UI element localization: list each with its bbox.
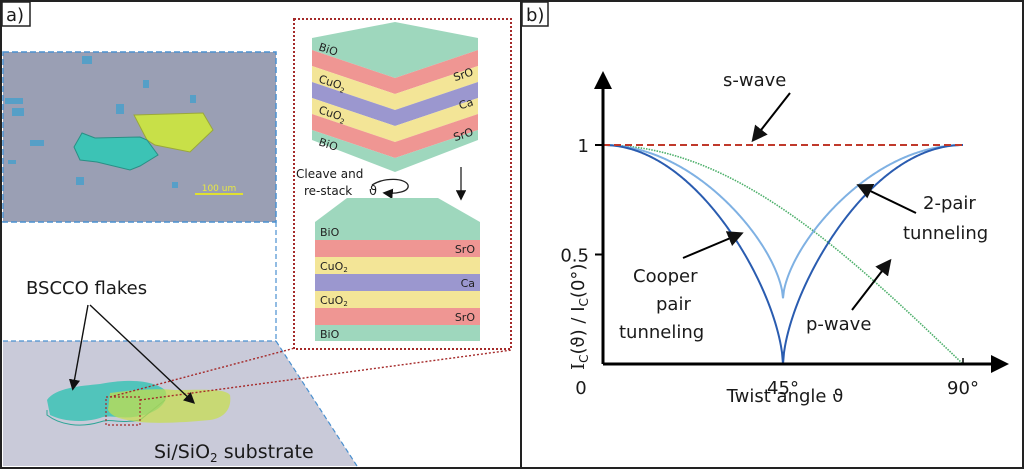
flakes-arrow-left: [68, 304, 89, 391]
flakes-3d: [46, 380, 231, 426]
panel-b: b) 0.5 1 0 45° 90° IC(ϑ) / IC(0°) Twist angl…: [521, 1, 1009, 407]
substrate-label: Si/SiO2 substrate: [154, 441, 314, 465]
layer-sro: [312, 50, 478, 94]
annotation-p-wave: p-wave: [806, 314, 871, 335]
layer-label-left: BiO: [317, 40, 340, 58]
layer-sro: [312, 114, 478, 158]
zoom-line-bottom: [139, 349, 513, 401]
layer-bio-cap: [315, 198, 480, 240]
layer-bio-bottom: [312, 130, 478, 172]
arrow-cooper: [682, 231, 744, 259]
layer-ca: [312, 82, 478, 126]
x-tick-label: 0: [575, 378, 586, 399]
layer-label-right: SrO: [455, 311, 476, 324]
layer-band: [315, 325, 480, 341]
series-2pair-tunneling: [603, 144, 963, 299]
layer-label-right: SrO: [455, 243, 476, 256]
flake-cyan-edge: [46, 399, 166, 426]
crystal-zoom-frame: [293, 18, 512, 350]
flake-cyan-image: [73, 132, 159, 171]
annotation-2pair-line1: 2-pair: [923, 193, 976, 214]
panel-b-label-box: [521, 1, 549, 27]
annotation-s-wave: s-wave: [723, 70, 786, 91]
layer-label-left: CuO2: [320, 260, 348, 274]
micrograph-border: [2, 51, 277, 223]
panel-a-label-box: [1, 1, 31, 27]
layer-label-left: BiO: [317, 135, 340, 153]
substrate-edge-right: [275, 340, 358, 467]
layer-cuo2: [312, 66, 478, 110]
layer-band: [315, 240, 480, 257]
layer-label-left: BiO: [320, 328, 340, 341]
y-tick-label: 0.5: [560, 246, 589, 267]
layer-band: [315, 257, 480, 274]
micrograph: 100 um: [2, 51, 277, 223]
layer-label-right: SrO: [452, 125, 476, 144]
x-tick-label: 45°: [767, 378, 799, 399]
x-tick-label: 90°: [947, 378, 979, 399]
flakes-label: BSCCO flakes: [26, 278, 147, 299]
flakes-arrow-right: [89, 304, 196, 404]
arrow-2pair: [856, 184, 917, 214]
x-axis-label: Twist angle ϑ: [726, 386, 844, 407]
layer-label-left: CuO2: [320, 294, 348, 308]
annotation-cooper-line1: Cooper: [633, 266, 698, 287]
chart: 0.5 1 0 45° 90°: [560, 136, 979, 399]
layer-band: [315, 291, 480, 308]
layer-label-left: BiO: [320, 226, 340, 239]
flake-yellow-3d: [108, 389, 231, 423]
series-p-wave: [603, 144, 964, 365]
panel-a-label: a): [6, 5, 24, 26]
micrograph-debris: [5, 56, 196, 188]
layer-label-right: Ca: [461, 277, 475, 290]
layer-cuo2: [312, 98, 478, 142]
annotation-cooper-line3: tunneling: [619, 322, 704, 343]
twist-angle-symbol: ϑ: [369, 184, 377, 199]
scale-bar-label: 100 um: [202, 184, 237, 194]
process-text-line1: Cleave and: [296, 167, 363, 181]
y-tick-label: 1: [578, 136, 589, 157]
layer-band: [315, 274, 480, 291]
y-axis-label: IC(ϑ) / IC(0°): [568, 264, 591, 370]
zoom-region-box: [105, 396, 141, 426]
annotation-cooper-line2: pair: [656, 294, 691, 315]
arrow-s-wave: [751, 92, 791, 143]
annotation-2pair-line2: tunneling: [903, 223, 988, 244]
panel-a: a) 100 um: [1, 1, 513, 467]
process-text-line2: re-stack: [304, 184, 352, 198]
layer-label-right: Ca: [457, 95, 475, 112]
layer-band: [315, 308, 480, 325]
panel-b-label: b): [526, 5, 544, 26]
arrow-p-wave: [851, 258, 892, 311]
rotation-arrow-icon: [371, 178, 409, 199]
layer-label-right: SrO: [452, 65, 476, 84]
